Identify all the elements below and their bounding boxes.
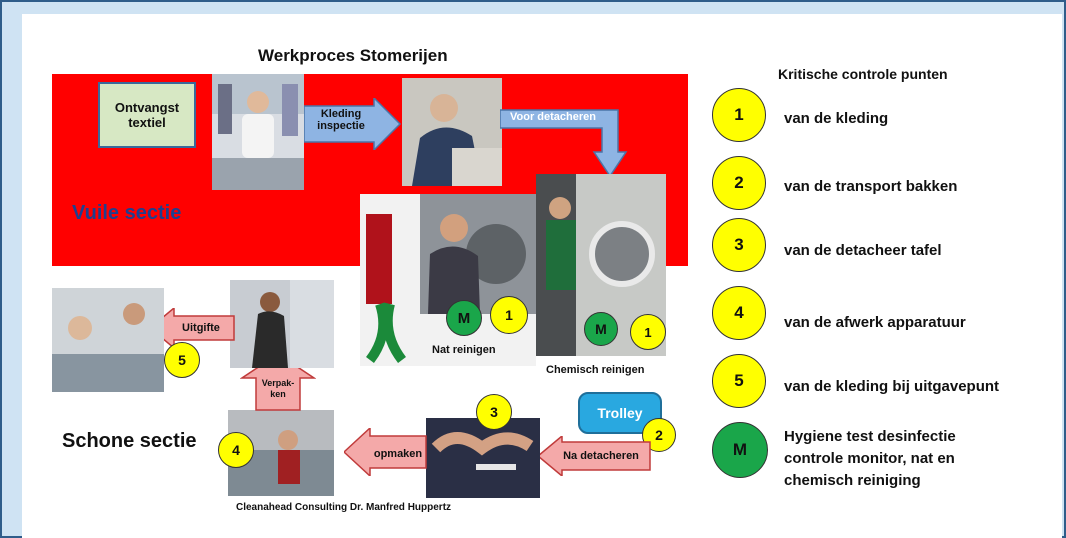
dry-cleaning-caption: Chemisch reinigen	[546, 364, 645, 376]
arrow-label-packing: Verpak-ken	[261, 378, 295, 399]
legend-symbol-m: M	[712, 422, 768, 478]
legend-text-4: van de afwerk apparatuur	[784, 314, 966, 331]
arrow-label-before-spotting: Voor detacheren	[510, 111, 596, 123]
legend-heading: Kritische controle punten	[778, 66, 948, 82]
receipt-box: Ontvangst textiel	[98, 82, 196, 148]
reception-photo	[212, 74, 304, 190]
arrow-finishing	[344, 428, 427, 476]
control-point-1-wet: 1	[490, 296, 528, 334]
legend-text-5: van de kleding bij uitgavepunt	[784, 378, 1000, 395]
control-point-5: 5	[164, 342, 200, 378]
arrow-before-spotting	[500, 109, 628, 178]
arrow-after-spotting	[538, 436, 651, 476]
control-point-3: 3	[476, 394, 512, 430]
page-title: Werkproces Stomerijen	[258, 46, 448, 65]
arrow-label-issue: Uitgifte	[182, 322, 220, 334]
dirty-section-label: Vuile sectie	[72, 202, 182, 224]
legend-text-3: van de detacheer tafel	[784, 242, 942, 259]
legend-symbol-1: 1	[712, 88, 766, 142]
arrow-packing	[240, 354, 316, 411]
packing-photo	[230, 280, 334, 368]
arrow-label-clothing-inspection: Kleding inspectie	[317, 108, 365, 132]
issue-photo	[52, 288, 164, 392]
arrow-label-after-spotting: Na detacheren	[563, 450, 639, 462]
wet-cleaning-caption: Nat reinigen	[432, 344, 496, 356]
inspection-photo	[402, 78, 502, 186]
credit-caption: Cleanahead Consulting Dr. Manfred Hupper…	[236, 502, 452, 513]
legend-symbol-4: 4	[712, 286, 766, 340]
legend-symbol-5: 5	[712, 354, 766, 408]
hygiene-marker-m-wet: M	[446, 300, 482, 336]
clean-section-label: Schone sectie	[62, 430, 197, 452]
legend-text-1: van de kleding	[784, 110, 889, 127]
control-point-4: 4	[218, 432, 254, 468]
legend-text-m: Hygiene test desinfectie controle monito…	[784, 428, 956, 489]
hygiene-marker-m-dry: M	[584, 312, 618, 346]
legend-symbol-2: 2	[712, 156, 766, 210]
arrow-label-finishing: opmaken	[373, 448, 423, 460]
control-point-1-dry: 1	[630, 314, 666, 350]
arrow-clothing-inspection	[304, 98, 402, 150]
spotting-table-photo	[426, 418, 540, 498]
legend-text-2: van de transport bakken	[784, 178, 958, 195]
legend-symbol-3: 3	[712, 218, 766, 272]
wet-cleaning-photo	[360, 194, 536, 366]
